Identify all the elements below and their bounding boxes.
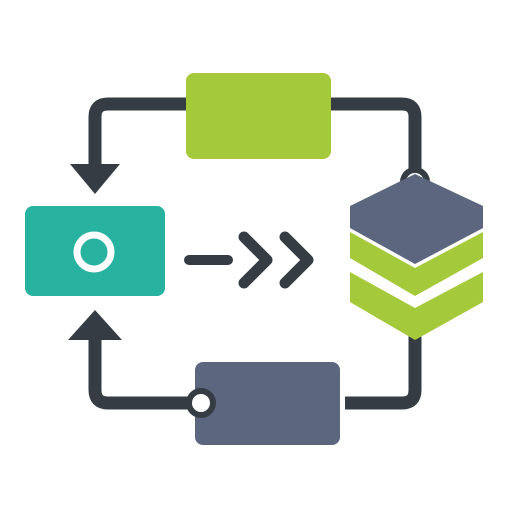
bottom-box-notch xyxy=(186,388,216,418)
stack-bottom-layer xyxy=(350,272,483,340)
up-arrow-icon xyxy=(68,310,122,340)
stack-middle-layer xyxy=(350,232,483,296)
stack-top-layer xyxy=(350,174,483,264)
bottom-slate-box xyxy=(195,362,340,445)
double-chevron-right-icon-a xyxy=(238,231,273,289)
connector-bottom-right xyxy=(345,336,422,410)
connector-top-left xyxy=(88,97,186,168)
connector-top-right xyxy=(331,97,422,178)
connector-bottom-left xyxy=(88,336,195,410)
top-lime-box xyxy=(186,73,331,159)
teal-card-ring-icon xyxy=(73,231,115,273)
double-chevron-right-icon-b xyxy=(279,231,314,289)
down-arrow-icon xyxy=(70,164,120,194)
